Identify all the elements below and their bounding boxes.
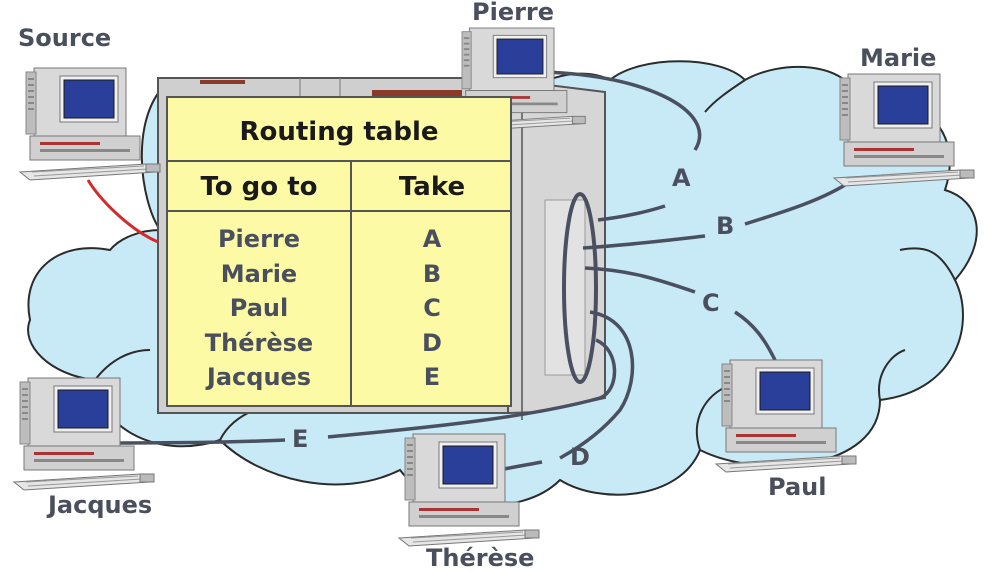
- column-header-route: Take: [398, 172, 466, 202]
- route-column: A B C D E: [352, 222, 512, 395]
- link-source: [86, 179, 159, 244]
- table-cell-route: E: [423, 363, 441, 392]
- table-divider: [168, 210, 510, 212]
- link-c: [584, 266, 777, 361]
- table-cell-destination: Thérèse: [204, 328, 314, 357]
- link-label-b: B: [716, 212, 735, 240]
- table-cell-destination: Jacques: [206, 363, 312, 392]
- table-cell-destination: Marie: [220, 259, 298, 288]
- label-source: Source: [18, 24, 112, 52]
- routing-table-title: Routing table: [168, 98, 510, 162]
- table-cell-route: C: [423, 294, 441, 323]
- label-marie: Marie: [860, 44, 937, 72]
- label-jacques: Jacques: [48, 491, 153, 519]
- label-paul: Paul: [768, 473, 827, 501]
- link-b: [582, 183, 846, 250]
- table-cell-route: A: [422, 225, 442, 253]
- link-label-e: E: [292, 425, 309, 453]
- label-pierre: Pierre: [472, 0, 555, 26]
- destination-column: Pierre Marie Paul Thérèse Jacques: [168, 222, 350, 395]
- computer-source: [19, 67, 161, 181]
- table-cell-destination: Paul: [229, 294, 289, 323]
- table-column-divider: [350, 160, 352, 405]
- column-header-destination: To go to: [200, 172, 318, 202]
- link-a: [531, 70, 702, 222]
- table-cell-destination: Pierre: [217, 225, 301, 253]
- table-cell-route: D: [422, 328, 442, 357]
- link-label-a: A: [672, 164, 691, 192]
- table-cell-route: B: [422, 259, 442, 288]
- link-e: [117, 338, 617, 445]
- routing-table: Routing table To go to Take Pierre Marie…: [166, 96, 512, 407]
- link-label-d: D: [570, 443, 590, 471]
- label-therese: Thérèse: [426, 544, 535, 572]
- link-label-c: C: [702, 289, 720, 317]
